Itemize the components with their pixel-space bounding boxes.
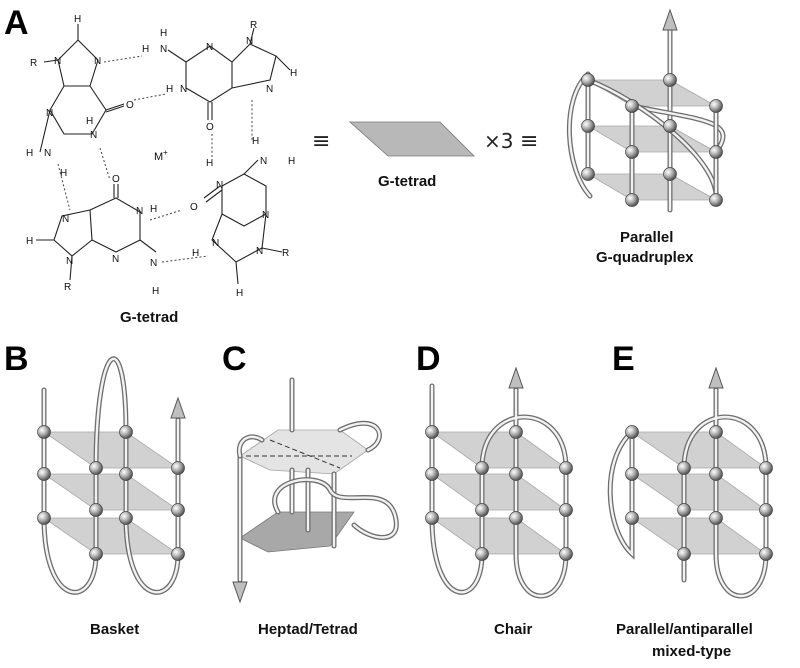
- svg-text:N: N: [62, 214, 69, 225]
- svg-text:N: N: [44, 148, 51, 159]
- svg-text:O: O: [126, 100, 134, 111]
- svg-text:N: N: [90, 130, 97, 141]
- panel-label-a: A: [4, 4, 29, 42]
- svg-text:H: H: [236, 288, 243, 299]
- svg-text:N: N: [262, 210, 269, 221]
- parallel-caption-line2: G-quadruplex: [596, 249, 694, 266]
- panel-label-e: E: [612, 340, 635, 378]
- parallel-quadruplex-diagram: [567, 9, 726, 213]
- mixed-type-caption-line2: mixed-type: [652, 643, 731, 660]
- svg-text:O: O: [112, 174, 120, 185]
- svg-text:H: H: [26, 236, 33, 247]
- svg-text:R: R: [64, 282, 71, 293]
- parallel-caption-line1: Parallel: [620, 229, 673, 246]
- equivalence-symbol-2: ≡: [520, 129, 538, 154]
- svg-text:N: N: [94, 56, 101, 67]
- g-tetrad-caption: G-tetrad: [120, 309, 178, 326]
- svg-text:H: H: [74, 14, 81, 25]
- svg-text:R: R: [282, 248, 289, 259]
- guanine-top-right: N H H N N R H N N H O H: [142, 20, 297, 147]
- g-tetrad-plate: [348, 121, 475, 157]
- svg-text:H: H: [288, 156, 295, 167]
- svg-text:R: R: [30, 58, 37, 69]
- svg-text:H: H: [86, 116, 93, 127]
- svg-text:O: O: [190, 202, 198, 213]
- svg-text:H: H: [192, 248, 199, 259]
- svg-text:N: N: [136, 206, 143, 217]
- svg-text:N: N: [266, 84, 273, 95]
- svg-text:H: H: [60, 168, 67, 179]
- svg-text:H: H: [206, 158, 213, 169]
- guanine-top-left: H N N R N N H O N H H: [26, 14, 134, 179]
- guanine-bottom-right: N O N H H N N N R H H: [190, 156, 295, 299]
- svg-text:N: N: [256, 246, 263, 257]
- svg-text:N: N: [180, 84, 187, 95]
- chair-caption: Chair: [494, 621, 533, 638]
- svg-text:H: H: [150, 204, 157, 215]
- basket-caption: Basket: [90, 621, 139, 638]
- basket-quadruplex-diagram: [37, 356, 186, 595]
- panel-label-b: B: [4, 340, 29, 378]
- svg-text:N: N: [54, 56, 61, 67]
- svg-text:N: N: [260, 156, 267, 167]
- heptad-tetrad-diagram: [232, 377, 399, 603]
- svg-text:H: H: [290, 68, 297, 79]
- guanine-bottom-left: O N H N H N R N N H: [26, 174, 159, 297]
- svg-text:H: H: [142, 44, 149, 55]
- equivalence-symbol-1: ≡: [312, 129, 330, 154]
- svg-text:N: N: [112, 254, 119, 265]
- svg-text:N: N: [66, 256, 73, 267]
- svg-text:N: N: [246, 36, 253, 47]
- plate-caption: G-tetrad: [378, 173, 436, 190]
- svg-text:N: N: [212, 238, 219, 249]
- svg-text:N: N: [46, 108, 53, 119]
- svg-text:O: O: [206, 122, 214, 133]
- g-tetrad-structure: H N N R N N H O N H H N H H N N R H N N: [26, 14, 297, 299]
- svg-text:H: H: [252, 136, 259, 147]
- chair-quadruplex-diagram: [425, 367, 573, 599]
- svg-text:N: N: [160, 44, 167, 55]
- panel-label-d: D: [416, 340, 441, 378]
- svg-text:H: H: [160, 28, 167, 39]
- times-three-label: ×3: [484, 129, 513, 153]
- svg-text:N: N: [150, 258, 157, 269]
- heptad-caption: Heptad/Tetrad: [258, 621, 358, 638]
- mixed-type-quadruplex-diagram: [607, 367, 773, 599]
- mixed-type-caption-line1: Parallel/antiparallel: [616, 621, 753, 638]
- svg-text:H: H: [166, 84, 173, 95]
- svg-text:N: N: [216, 180, 223, 191]
- svg-text:N: N: [206, 42, 213, 53]
- svg-text:H: H: [26, 148, 33, 159]
- cation-label: M+: [154, 148, 168, 163]
- svg-text:H: H: [152, 286, 159, 297]
- svg-text:R: R: [250, 20, 257, 31]
- panel-label-c: C: [222, 340, 247, 378]
